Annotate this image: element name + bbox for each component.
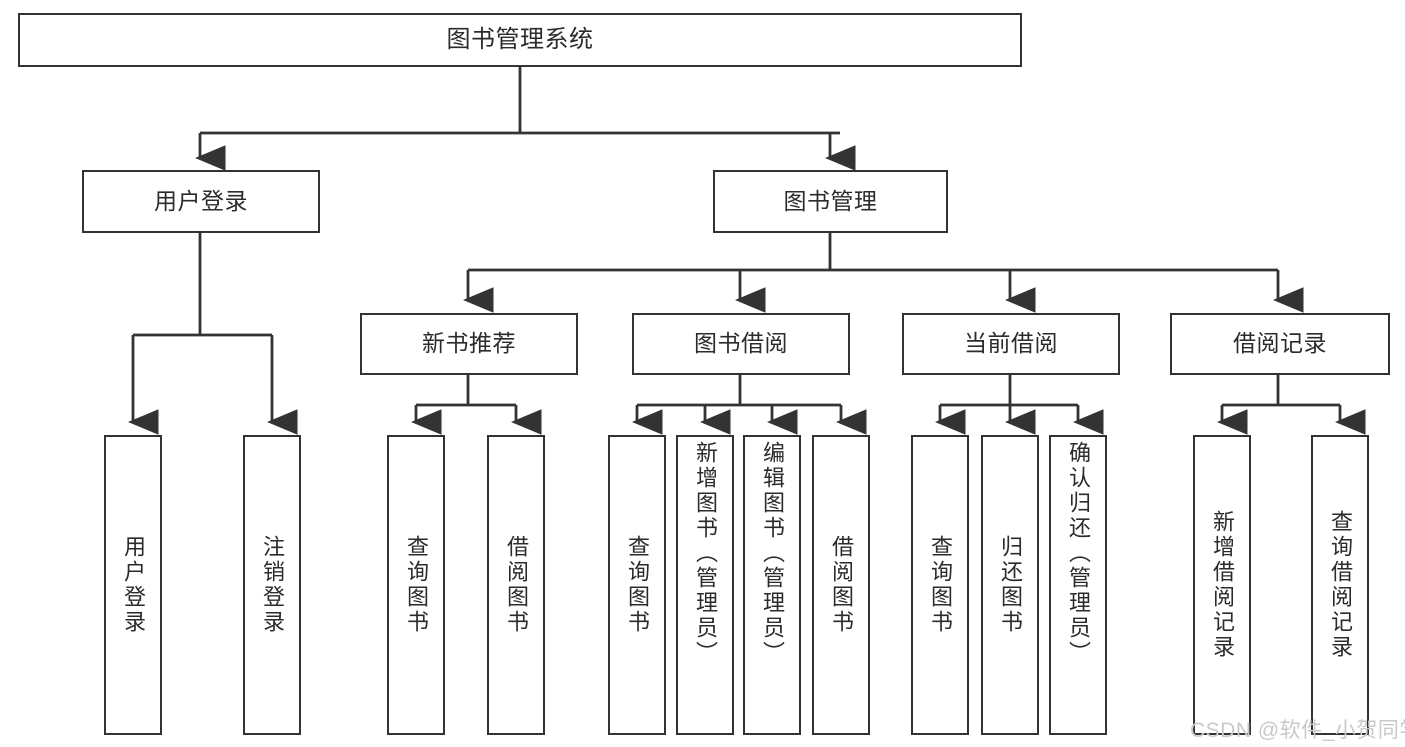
node-book-borrow[interactable]: 图书借阅 [632, 313, 850, 375]
leaf-recommend-borrow-book[interactable]: 借阅图书 [487, 435, 545, 735]
leaf-user-login-login[interactable]: 用户登录 [104, 435, 162, 735]
node-label: 图书管理 [783, 187, 878, 214]
leaf-borrow-add-book-admin[interactable]: 新增图书（管理员） [676, 435, 734, 735]
node-user-login[interactable]: 用户登录 [82, 170, 320, 233]
node-label: 确认归还（管理员） [1066, 441, 1091, 666]
leaf-current-confirm-return-admin[interactable]: 确认归还（管理员） [1049, 435, 1107, 735]
node-root-system[interactable]: 图书管理系统 [18, 13, 1022, 67]
node-label: 用户登录 [121, 535, 146, 635]
node-label: 查询借阅记录 [1328, 510, 1353, 660]
node-label: 归还图书 [998, 535, 1023, 635]
leaf-borrow-borrow-book[interactable]: 借阅图书 [812, 435, 870, 735]
node-label: 编辑图书（管理员） [760, 441, 785, 666]
node-label: 借阅图书 [829, 535, 854, 635]
csdn-watermark: CSDN @软件_小贺同学 [1190, 719, 1405, 742]
node-label: 借阅记录 [1233, 330, 1327, 357]
leaf-user-login-logout[interactable]: 注销登录 [243, 435, 301, 735]
node-label: 查询图书 [928, 535, 953, 635]
leaf-borrow-edit-book-admin[interactable]: 编辑图书（管理员） [743, 435, 801, 735]
leaf-record-query-record[interactable]: 查询借阅记录 [1311, 435, 1369, 735]
node-label: 新增借阅记录 [1210, 510, 1235, 660]
leaf-borrow-query-book[interactable]: 查询图书 [608, 435, 666, 735]
node-book-management[interactable]: 图书管理 [713, 170, 948, 233]
node-label: 借阅图书 [504, 535, 529, 635]
node-label: 查询图书 [625, 535, 650, 635]
leaf-recommend-query-book[interactable]: 查询图书 [387, 435, 445, 735]
node-label: 新增图书（管理员） [693, 441, 718, 666]
node-current-borrow[interactable]: 当前借阅 [902, 313, 1120, 375]
node-label: 用户登录 [154, 187, 248, 214]
node-label: 当前借阅 [964, 330, 1058, 357]
leaf-current-query-book[interactable]: 查询图书 [911, 435, 969, 735]
leaf-record-add-record[interactable]: 新增借阅记录 [1193, 435, 1251, 735]
node-new-book-recommend[interactable]: 新书推荐 [360, 313, 578, 375]
node-label: 图书管理系统 [446, 25, 594, 53]
node-label: 新书推荐 [422, 330, 516, 357]
node-borrow-record[interactable]: 借阅记录 [1170, 313, 1390, 375]
node-label: 查询图书 [404, 535, 429, 635]
leaf-current-return-book[interactable]: 归还图书 [981, 435, 1039, 735]
node-label: 注销登录 [260, 535, 285, 635]
node-label: 图书借阅 [694, 330, 788, 357]
